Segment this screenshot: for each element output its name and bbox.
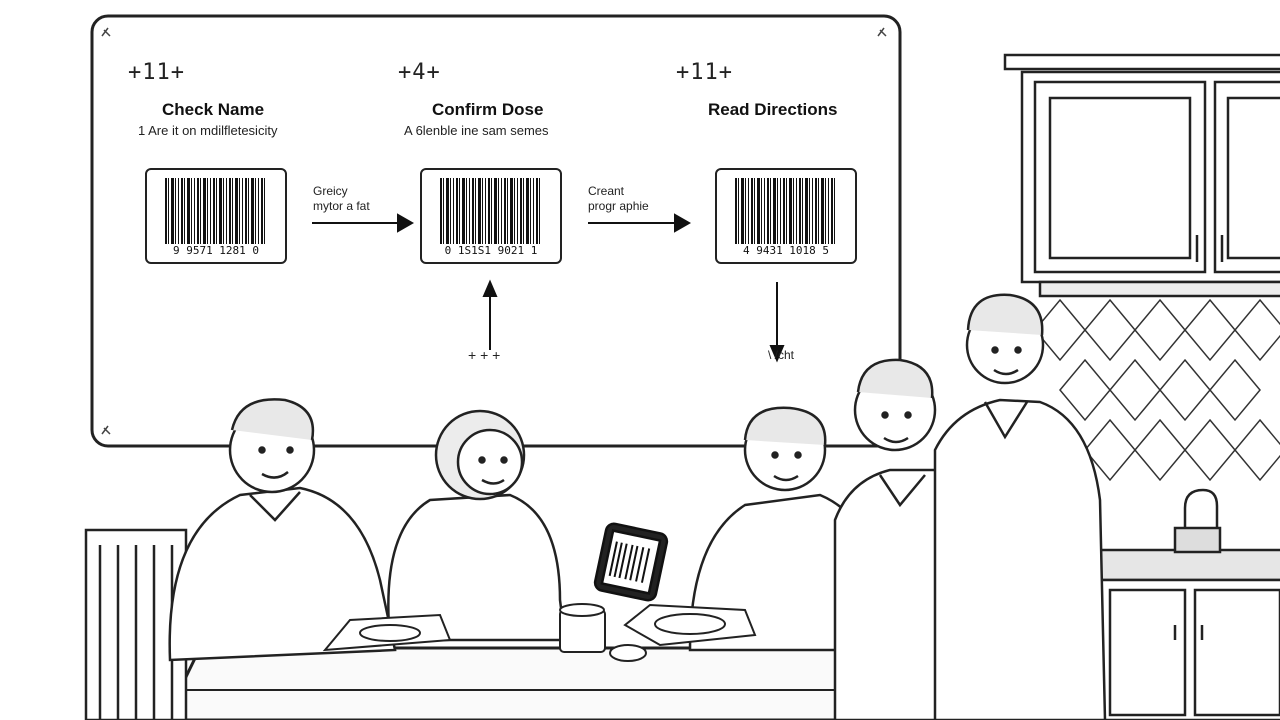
arrow-up-to-step2: [482, 279, 498, 350]
arrow-down-from-step3: [769, 282, 785, 363]
person-man-seated-left: [168, 398, 397, 662]
arrow-step1-to-step2: [312, 213, 415, 233]
arrow-2-label-line-2: progr aphie: [588, 199, 649, 213]
step-3-number: +11+: [676, 60, 733, 85]
smartphone-scanning-barcode: [593, 522, 669, 602]
step-3-barcode: 4 9431 1018 5: [715, 168, 857, 264]
arrow-1-label-line-2: mytor a fat: [313, 199, 370, 213]
step-1-barcode-number: 9 9571 1281 0: [169, 244, 263, 257]
mark-below-step-3: \ /cht: [768, 348, 795, 362]
board-corner-marks: [101, 27, 887, 435]
barcode-bars-icon: [440, 178, 542, 244]
step-2-number: +4+: [398, 60, 441, 85]
step-3-title: Read Directions: [708, 100, 838, 119]
person-woman-curly-hair: [387, 409, 567, 642]
arrow-step2-to-step3: [588, 213, 692, 233]
step-2-barcode: 0 1S1S1 9021 1: [420, 168, 562, 264]
barcode-bars-icon: [735, 178, 837, 244]
arrow-1-label-line-1: Greicy: [313, 184, 348, 198]
step-1-number: +11+: [128, 60, 185, 85]
person-man-standing-right: [933, 293, 1107, 720]
table-items: [322, 603, 757, 662]
step-1-title: Check Name: [162, 100, 265, 119]
arrow-1-label: Greicy mytor a fat: [313, 184, 370, 214]
counter-and-sink: [1093, 488, 1280, 720]
step-3-barcode-number: 4 9431 1018 5: [739, 244, 833, 257]
step-2-subtitle: A 6lenble ine sam semes: [404, 123, 549, 138]
arrow-2-label: Creant progr aphie: [588, 184, 649, 214]
mark-below-step-2: + + +: [468, 347, 501, 363]
step-2-title: Confirm Dose: [432, 100, 544, 119]
barcode-bars-icon: [165, 178, 267, 244]
step-1-barcode: 9 9571 1281 0: [145, 168, 287, 264]
step-1-subtitle: 1 Are it on mdilfletesicity: [138, 123, 278, 138]
upper-cabinets: [1003, 53, 1280, 298]
tile-backsplash: [1034, 298, 1280, 482]
arrow-2-label-line-1: Creant: [588, 184, 625, 198]
step-2-barcode-number: 0 1S1S1 9021 1: [441, 244, 541, 257]
